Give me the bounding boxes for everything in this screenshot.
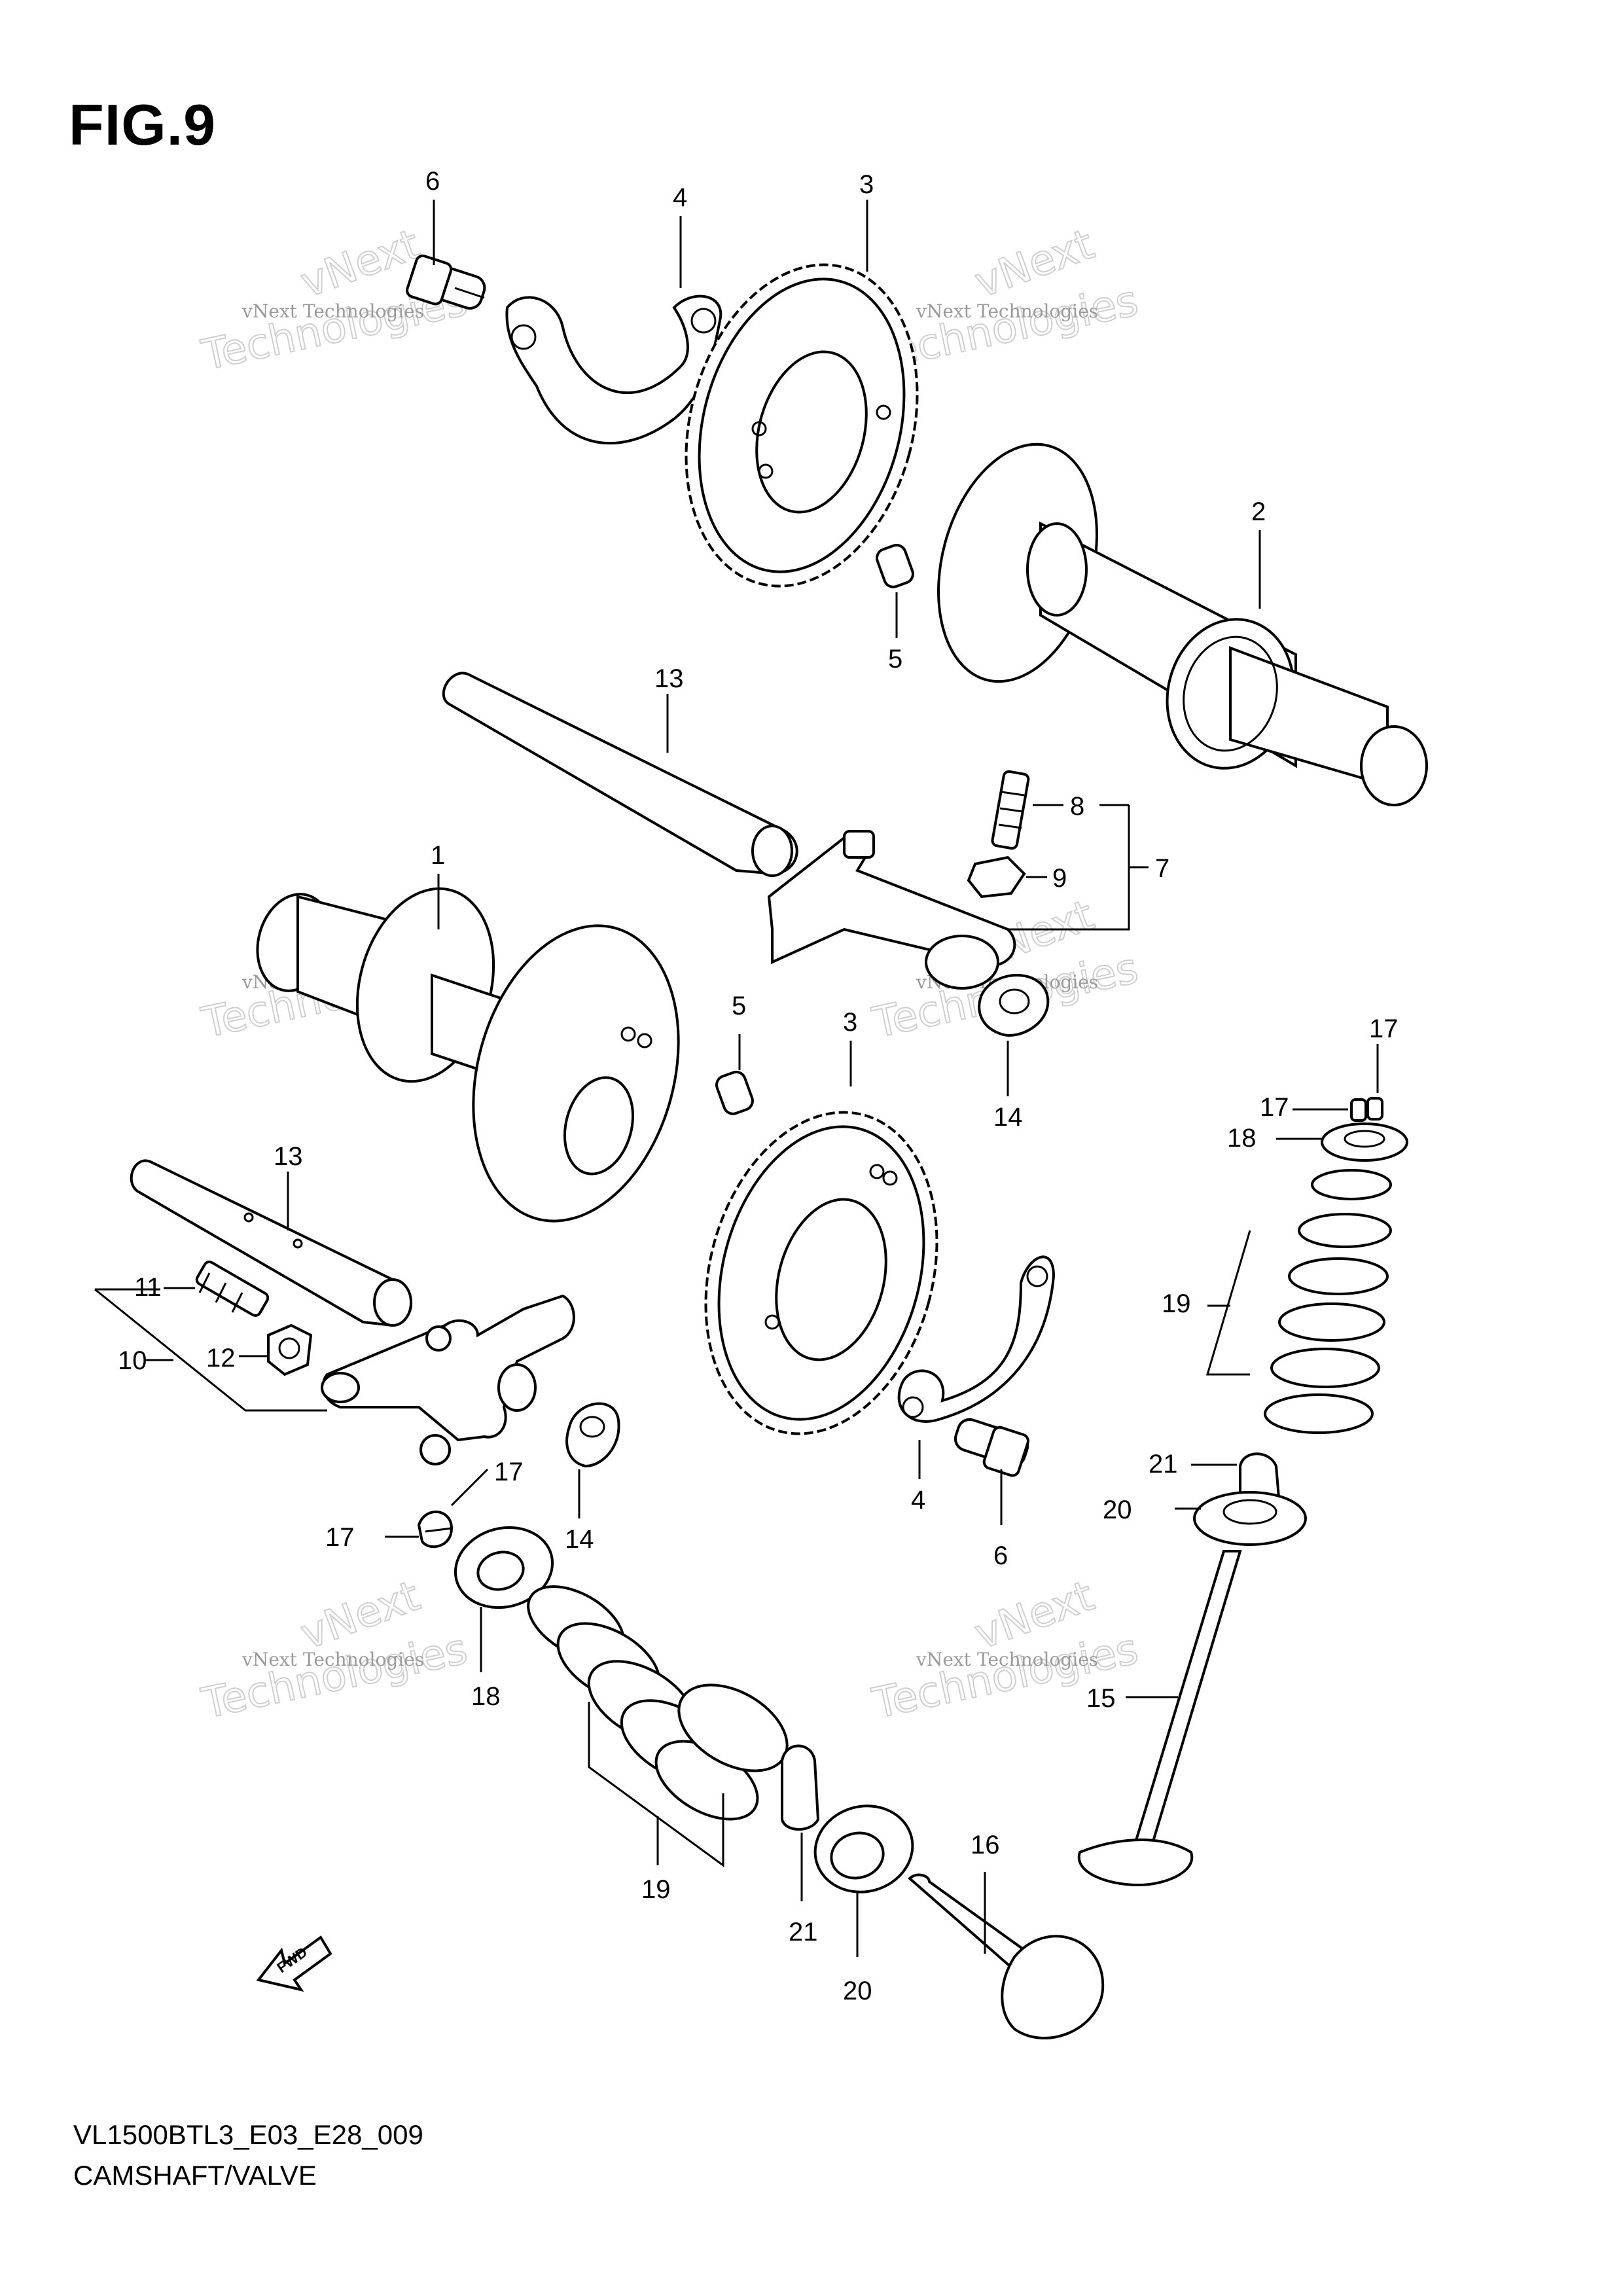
- callout-label: 16: [971, 1831, 1000, 1859]
- cotter-part-17-upper: [1350, 1097, 1383, 1122]
- callout-label: 6: [993, 1541, 1008, 1570]
- camshaft-part-1: [256, 887, 680, 1223]
- callout-label: 3: [859, 170, 874, 199]
- bolt-part-6-top: [406, 254, 486, 310]
- camshaft-part-2: [937, 442, 1428, 806]
- callout-label: 19: [641, 1875, 671, 1904]
- callout-label: 5: [732, 992, 746, 1020]
- model-code-label: VL1500BTL3_E03_E28_009: [73, 2119, 423, 2150]
- callout-label: 3: [843, 1008, 857, 1037]
- forward-direction-arrow: FWD: [256, 1935, 332, 1992]
- bolt-part-6-lower: [954, 1418, 1029, 1477]
- callout-label: 20: [1103, 1496, 1132, 1524]
- callout-label: 12: [206, 1344, 236, 1372]
- stopper-plate-part-4-top: [505, 295, 722, 445]
- callout-label: 17: [1369, 1014, 1399, 1043]
- callout-label: 4: [673, 183, 687, 212]
- cotter-part-17-lower: [417, 1510, 454, 1549]
- callout-label: 13: [274, 1142, 303, 1171]
- callout-label: 17: [494, 1458, 524, 1486]
- rocker-arm-part-10-lower: [321, 1294, 575, 1465]
- spring-retainer-part-18-upper: [1321, 1122, 1408, 1162]
- lock-nut-part-12-lower: [267, 1323, 313, 1376]
- watermark-small: vNext Technologies: [241, 1649, 424, 1670]
- callout-label: 17: [325, 1523, 355, 1552]
- figure-title: FIG.9: [69, 92, 217, 157]
- spring-seat-part-20-lower: [813, 1804, 914, 1893]
- callout-label: 4: [911, 1486, 925, 1515]
- lock-nut-part-9-upper: [967, 855, 1026, 899]
- valve-stem-seal-part-21-lower: [781, 1744, 820, 1831]
- dowel-pin-part-5-lower: [715, 1070, 754, 1115]
- watermark-small: vNext Technologies: [916, 1649, 1098, 1670]
- callout-label: 7: [1155, 854, 1169, 883]
- callout-label: 21: [1149, 1450, 1178, 1479]
- callout-label: 6: [425, 167, 440, 196]
- rocker-shaft-part-13-upper: [442, 672, 798, 877]
- callout-label: 10: [118, 1346, 147, 1375]
- dowel-pin-part-5-top: [876, 543, 914, 588]
- callout-label: 18: [471, 1682, 501, 1711]
- callout-label: 1: [431, 841, 445, 870]
- adjust-screw-part-11-lower: [195, 1260, 270, 1318]
- callout-label: 15: [1086, 1684, 1116, 1713]
- stopper-plate-part-4-lower: [897, 1255, 1056, 1423]
- watermark-small: vNext Technologies: [916, 300, 1098, 322]
- washer-part-14-lower: [565, 1402, 620, 1468]
- valve-spring-part-19-upper: [1264, 1169, 1392, 1434]
- callout-labels: 6 4 3 2 5 13 8 9 7 1 5 3 14 17 17 18 13 …: [118, 167, 1399, 2005]
- callout-label: 20: [843, 1977, 872, 2005]
- exhaust-valve-part-15: [1077, 1550, 1242, 1887]
- spring-seat-part-20-upper: [1193, 1491, 1307, 1546]
- rocker-shaft-part-13-lower: [130, 1159, 412, 1327]
- valve-spring-part-19-lower: [527, 1585, 789, 1821]
- callout-label: 9: [1052, 864, 1067, 893]
- cam-gear-part-3-lower: [704, 1111, 938, 1435]
- adjust-screw-part-8-upper: [991, 770, 1030, 850]
- callout-label: 18: [1227, 1124, 1257, 1153]
- section-name-label: CAMSHAFT/VALVE: [73, 2160, 317, 2191]
- callout-label: 11: [134, 1273, 162, 1302]
- callout-label: 21: [789, 1918, 818, 1946]
- callout-label: 2: [1251, 497, 1266, 526]
- callout-label: 19: [1162, 1289, 1191, 1318]
- callout-label: 14: [565, 1525, 594, 1554]
- callout-label: 17: [1260, 1093, 1289, 1122]
- washer-part-14-upper: [978, 974, 1050, 1037]
- callout-label: 5: [888, 645, 902, 673]
- cam-gear-part-3-top: [685, 263, 919, 588]
- rocker-arm-part-7-upper: [767, 830, 1016, 990]
- callout-label: 8: [1070, 792, 1084, 821]
- spring-retainer-part-18-lower: [454, 1526, 554, 1609]
- intake-valve-part-16: [908, 1873, 1105, 2039]
- watermark-small: vNext Technologies: [241, 300, 424, 322]
- callout-label: 14: [993, 1103, 1023, 1132]
- callout-label: 13: [654, 664, 684, 693]
